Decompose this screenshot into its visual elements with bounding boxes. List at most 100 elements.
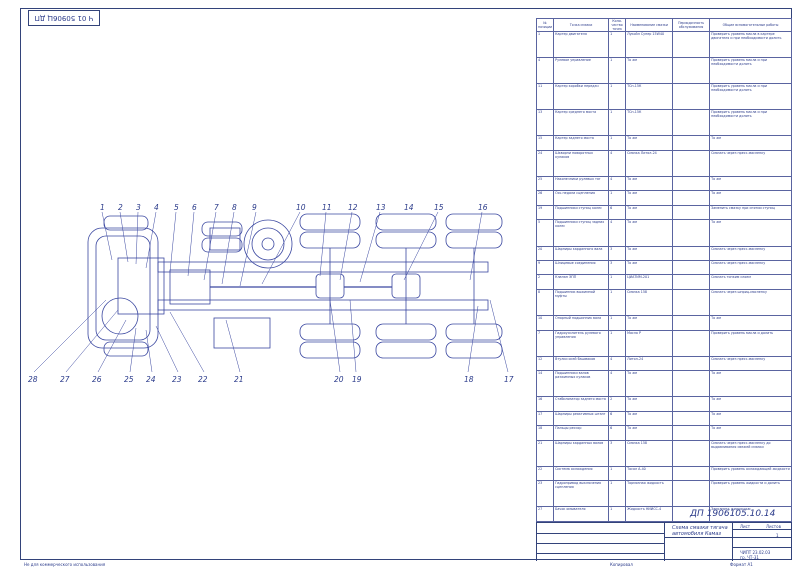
header-cell: № позиции bbox=[535, 18, 555, 32]
lubricant-cell: То же bbox=[625, 204, 674, 221]
service-work-cell: Проверить уровень масла и при необходимо… bbox=[709, 83, 792, 111]
callout-label: 16 bbox=[478, 203, 488, 212]
callout-label: 15 bbox=[434, 203, 444, 212]
lubricant-cell: То же bbox=[625, 370, 674, 398]
front-wheel-left bbox=[103, 215, 149, 231]
interval-cell bbox=[672, 506, 711, 522]
spare-wheel bbox=[243, 219, 293, 269]
lubricant-cell: То же bbox=[625, 135, 674, 151]
lube-point-cell: Шлицевые соединения bbox=[553, 259, 610, 276]
lube-point-cell: Клапан ЭПП bbox=[553, 274, 610, 290]
interval-cell bbox=[672, 480, 711, 508]
steering-wheel bbox=[101, 297, 139, 335]
row-number-cell: 2 bbox=[535, 274, 555, 290]
interval-cell bbox=[672, 57, 711, 85]
interval-cell bbox=[672, 315, 711, 331]
service-work-cell: То же bbox=[709, 425, 792, 441]
lube-point-cell: Гидроусилитель рулевого управления bbox=[553, 329, 610, 357]
lube-point-cell: Наконечники рулевых тяг bbox=[553, 175, 610, 192]
row-number-cell: 17 bbox=[535, 410, 555, 427]
callout-label: 8 bbox=[232, 203, 237, 212]
callout-label: 17 bbox=[504, 375, 514, 384]
lube-point-cell: Картер заднего моста bbox=[553, 135, 610, 151]
mid-axle-wheels-bottom bbox=[299, 323, 361, 341]
callout-label: 5 bbox=[174, 203, 179, 212]
service-work-cell: Смазать через пресс-масленку bbox=[709, 149, 792, 177]
service-work-cell: Проверить уровень охлаждающей жидкости bbox=[709, 465, 792, 482]
point-count-cell: 1 bbox=[608, 315, 627, 331]
bottom-note: Не для коммерческого использования bbox=[24, 562, 106, 567]
service-work-cell: То же bbox=[709, 135, 792, 151]
rear-axle-wheels-top bbox=[445, 213, 503, 231]
lube-point-cell: Пальцы рессор bbox=[553, 425, 610, 441]
lubricant-cell: То же bbox=[625, 190, 674, 206]
callout-label: 26 bbox=[92, 375, 102, 384]
lube-point-cell: Подшипники валов разжимных кулаков bbox=[553, 370, 610, 398]
row-number-cell: 26 bbox=[535, 190, 555, 206]
service-work-cell: Заполнить жидкостью bbox=[709, 506, 792, 522]
row-number-cell: 10 bbox=[535, 315, 555, 331]
sheet-label: Лист bbox=[740, 524, 751, 529]
callout-label: 9 bbox=[252, 203, 257, 212]
service-work-cell: Смазать через пресс-масленку bbox=[709, 245, 792, 262]
lube-point-cell: Картер коробки передач bbox=[553, 83, 610, 111]
row-number-cell: 5 bbox=[535, 219, 555, 247]
row-number-cell: 4 bbox=[535, 57, 555, 85]
cab-outline bbox=[87, 227, 159, 349]
lube-point-cell: Втулки осей башмаков bbox=[553, 355, 610, 372]
interval-cell bbox=[672, 219, 711, 247]
callout-label: 25 bbox=[124, 375, 134, 384]
point-count-cell: 4 bbox=[608, 370, 627, 398]
service-work-cell: Смазать через пресс-масленку bbox=[709, 259, 792, 276]
row-number-cell: 21 bbox=[535, 439, 555, 467]
interval-cell bbox=[672, 109, 711, 137]
gearbox bbox=[169, 269, 211, 305]
lube-point-cell: Ось педали сцепления bbox=[553, 190, 610, 206]
lubricant-cell: Смазка 158 bbox=[625, 288, 674, 317]
lubricant-cell: То же bbox=[625, 410, 674, 427]
lube-point-cell: Бачок омывателя bbox=[553, 506, 610, 522]
row-number-cell: 22 bbox=[535, 465, 555, 482]
interval-cell bbox=[672, 465, 711, 482]
callout-label: 13 bbox=[376, 203, 386, 212]
lubricant-cell: ЦИАТИМ-201 bbox=[625, 274, 674, 290]
service-work-cell: Проверить уровень масла и при необходимо… bbox=[709, 109, 792, 137]
header-cell: Наименование смазки bbox=[625, 18, 674, 32]
row-number-cell: 12 bbox=[535, 355, 555, 372]
service-work-cell: То же bbox=[709, 175, 792, 192]
point-count-cell: 1 bbox=[608, 57, 627, 85]
callout-label: 24 bbox=[146, 375, 156, 384]
callout-label: 3 bbox=[136, 203, 141, 212]
table-header-row: № позиции Точка смазки Коли-чество точек… bbox=[535, 18, 792, 32]
service-work-cell: Смазать через пресс-масленку до выдавлив… bbox=[709, 439, 792, 467]
point-count-cell: 3 bbox=[608, 439, 627, 467]
service-work-cell: Проверить уровень масла и долить bbox=[709, 329, 792, 357]
interval-cell bbox=[672, 396, 711, 412]
lubricant-cell: То же bbox=[625, 425, 674, 441]
interval-cell bbox=[672, 425, 711, 441]
lube-point-cell: Система охлаждения bbox=[553, 465, 610, 482]
row-number-cell: 24 bbox=[535, 149, 555, 177]
service-work-cell: То же bbox=[709, 219, 792, 247]
row-number-cell: 18 bbox=[535, 425, 555, 441]
title-block: Схема смазки тягача автомобиля Камаз Лис… bbox=[536, 522, 792, 561]
lubricant-cell: То же bbox=[625, 219, 674, 247]
row-number-cell: 11 bbox=[535, 83, 555, 111]
lubricant-cell: Смазка 158 bbox=[625, 439, 674, 467]
service-work-cell: Проверить уровень масла в картере двигат… bbox=[709, 30, 792, 59]
callout-label: 11 bbox=[322, 203, 332, 212]
service-work-cell: Проверить уровень жидкости и долить bbox=[709, 480, 792, 508]
lubrication-table: № позиции Точка смазки Коли-чество точек… bbox=[535, 18, 792, 522]
service-work-cell: Смазать тонким слоем bbox=[709, 274, 792, 290]
lube-point-cell: Шарниры карданных валов bbox=[553, 439, 610, 467]
lubricant-cell: То же bbox=[625, 245, 674, 262]
interval-cell bbox=[672, 329, 711, 357]
